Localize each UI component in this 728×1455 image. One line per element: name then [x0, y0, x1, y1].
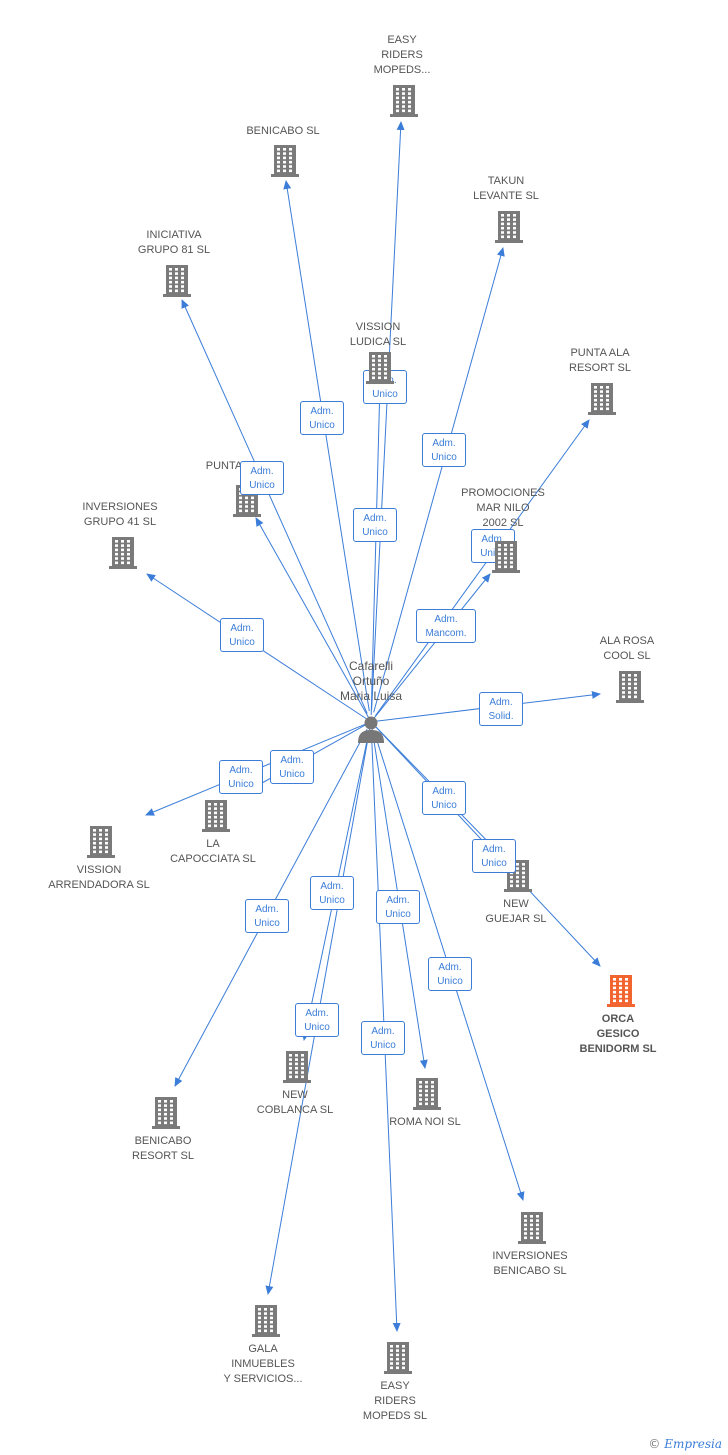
- building-icon[interactable]: [362, 349, 398, 385]
- building-icon[interactable]: [612, 668, 648, 704]
- edge-iniciativa-grupo-81: [181, 299, 368, 714]
- edge-vission-ludica: [370, 382, 384, 716]
- building-icon[interactable]: [386, 82, 422, 118]
- building-icon[interactable]: [491, 208, 527, 244]
- company-label-inversiones-benicabo[interactable]: INVERSIONES BENICABO SL: [492, 1250, 568, 1277]
- role-badge-vission-ludica: Adm. Unico: [353, 508, 397, 542]
- company-label-new-guejar[interactable]: NEW GUEJAR SL: [485, 898, 547, 925]
- role-badge-benicabo-sl: Adm. Unico: [300, 401, 344, 435]
- role-badge-gala-inmuebles: Adm. Unico: [310, 876, 354, 910]
- role-badge-promociones-mar-nilo: Adm. Mancom.: [416, 609, 476, 643]
- company-label-vission-arrendadora[interactable]: VISSION ARRENDADORA SL: [48, 864, 150, 891]
- company-label-punta[interactable]: PUNTA: [205, 460, 243, 472]
- company-label-promociones-mar-nilo[interactable]: PROMOCIONES MAR NILO 2002 SL: [461, 487, 545, 529]
- edge-promociones-mar-nilo: [372, 573, 491, 720]
- building-icon[interactable]: [279, 1048, 315, 1084]
- company-label-iniciativa-grupo-81[interactable]: INICIATIVA GRUPO 81 SL: [137, 229, 211, 256]
- person-name: Cafarelli Ortuño Maria Luisa: [339, 659, 403, 703]
- company-label-ala-rosa-cool[interactable]: ALA ROSA COOL SL: [599, 635, 655, 662]
- building-icon[interactable]: [83, 823, 119, 859]
- company-label-inversiones-grupo-41[interactable]: INVERSIONES GRUPO 41 SL: [82, 501, 158, 528]
- company-label-easy-riders-top[interactable]: EASY RIDERS MOPEDS...: [373, 34, 431, 76]
- building-icon[interactable]: [584, 380, 620, 416]
- company-label-benicabo-sl[interactable]: BENICABO SL: [246, 125, 320, 137]
- company-label-roma-noi[interactable]: ROMA NOI SL: [389, 1116, 461, 1128]
- role-badge-benicabo-resort: Adm. Unico: [245, 899, 289, 933]
- company-label-vission-ludica[interactable]: VISSION LUDICA SL: [349, 321, 407, 348]
- building-icon[interactable]: [248, 1302, 284, 1338]
- building-icon[interactable]: [603, 972, 639, 1008]
- role-badge-punta: Adm. Unico: [240, 461, 284, 495]
- company-label-benicabo-resort[interactable]: BENICABO RESORT SL: [132, 1135, 194, 1162]
- role-badge-roma-noi: Adm. Unico: [376, 890, 420, 924]
- company-label-easy-riders-bottom[interactable]: EASY RIDERS MOPEDS SL: [362, 1380, 428, 1422]
- building-icon[interactable]: [159, 262, 195, 298]
- building-icon[interactable]: [514, 1209, 550, 1245]
- role-badge-inversiones-grupo-41: Adm. Unico: [220, 618, 264, 652]
- company-label-takun-levante[interactable]: TAKUN LEVANTE SL: [473, 175, 539, 202]
- edge-easy-riders-top: [371, 121, 405, 710]
- building-icon[interactable]: [488, 538, 524, 574]
- role-badge-vission-arrendadora: Adm. Unico: [219, 760, 263, 794]
- brand-logo: © Empresia: [648, 1437, 722, 1451]
- edge-benicabo-sl: [283, 180, 370, 712]
- building-icon[interactable]: [267, 142, 303, 178]
- building-icon[interactable]: [148, 1094, 184, 1130]
- company-label-new-coblanca[interactable]: NEW COBLANCA SL: [256, 1089, 334, 1116]
- company-label-punta-ala-resort[interactable]: PUNTA ALA RESORT SL: [569, 347, 631, 374]
- building-icon[interactable]: [198, 797, 234, 833]
- edge-punta-ala-resort: [374, 419, 590, 717]
- person-icon[interactable]: [356, 714, 386, 744]
- building-icon[interactable]: [380, 1339, 416, 1375]
- role-badge-la-capocciata: Adm. Unico: [270, 750, 314, 784]
- role-badge-takun-levante: Adm. Unico: [422, 433, 466, 467]
- company-label-orca-gesico[interactable]: ORCA GESICO BENIDORM SL: [579, 1013, 657, 1055]
- company-label-gala-inmuebles[interactable]: GALA INMUEBLES Y SERVICIOS...: [223, 1343, 303, 1385]
- role-badge-new-guejar: Adm. Unico: [422, 781, 466, 815]
- building-icon[interactable]: [105, 534, 141, 570]
- role-badge-ala-rosa-cool: Adm. Solid.: [479, 692, 523, 726]
- building-icon[interactable]: [409, 1075, 445, 1111]
- edge-takun-levante: [373, 247, 505, 713]
- role-badge-new-coblanca: Adm. Unico: [295, 1003, 339, 1037]
- role-badge-orca-gesico: Adm. Unico: [472, 839, 516, 873]
- role-badge-inversiones-benicabo: Adm. Unico: [428, 957, 472, 991]
- role-badge-easy-riders-bottom: Adm. Unico: [361, 1021, 405, 1055]
- company-label-la-capocciata[interactable]: LA CAPOCCIATA SL: [170, 838, 256, 865]
- edge-punta: [255, 517, 370, 719]
